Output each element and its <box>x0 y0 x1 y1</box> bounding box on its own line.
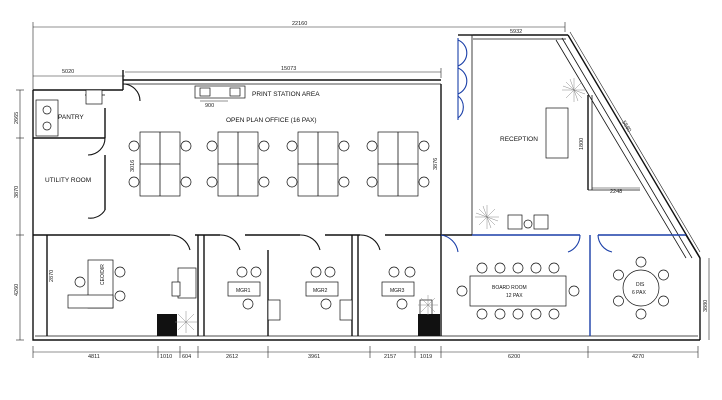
chair <box>338 176 350 188</box>
desk-cluster <box>128 131 192 197</box>
open-plan-desk-clusters <box>128 131 430 197</box>
print-station <box>194 85 246 99</box>
chair <box>258 176 270 188</box>
label-board-room-pax: 12 PAX <box>506 293 523 299</box>
label-mgr2: MGR2 <box>313 288 328 294</box>
interior-walls <box>33 84 701 336</box>
chair <box>658 295 669 307</box>
chair <box>206 140 218 152</box>
dim-reception-desk: 2248 <box>610 189 622 195</box>
label-board-room: BOARD ROOM <box>492 285 527 291</box>
dim-left-top-height: 2665 <box>14 112 20 124</box>
chair <box>286 176 298 188</box>
chair <box>476 262 488 274</box>
label-mgr1: MGR1 <box>236 288 251 294</box>
desk-cluster <box>286 131 350 197</box>
chair <box>548 308 560 320</box>
chair <box>512 308 524 320</box>
chair <box>418 176 430 188</box>
dim-overall-width: 22160 <box>292 21 307 27</box>
plant-icons <box>175 78 586 333</box>
dim-bottom-8: 4270 <box>632 354 644 360</box>
label-open-plan: OPEN PLAN OFFICE (16 PAX) <box>226 117 317 124</box>
chair <box>128 140 140 152</box>
dim-left-mid-height: 3870 <box>14 186 20 198</box>
chair <box>613 269 624 281</box>
plant-icon <box>175 311 197 333</box>
plant-icon <box>418 295 438 315</box>
chair <box>530 262 542 274</box>
label-mgr3: MGR3 <box>390 288 405 294</box>
chair <box>286 140 298 152</box>
label-utility-room: UTILITY ROOM <box>45 177 91 184</box>
dim-ceo-inner: 2870 <box>49 270 55 282</box>
outer-walls <box>32 34 701 341</box>
chair <box>206 176 218 188</box>
dim-open-plan-height: 3876 <box>433 158 439 170</box>
ceo-room-furniture <box>67 259 197 336</box>
chair <box>494 308 506 320</box>
label-print-station: PRINT STATION AREA <box>252 91 320 98</box>
doors[interactable] <box>87 83 613 253</box>
chair <box>635 256 647 268</box>
dim-bottom-2: 604 <box>182 354 191 360</box>
dim-print-width: 900 <box>205 103 214 109</box>
chair <box>548 262 560 274</box>
board-room-furniture <box>456 262 580 320</box>
dim-bottom-3: 2612 <box>226 354 238 360</box>
dim-bottom-5: 2157 <box>384 354 396 360</box>
chair <box>494 262 506 274</box>
dim-bottom-4: 3961 <box>308 354 320 360</box>
chair <box>512 262 524 274</box>
dim-glazing-diag: 5680 <box>620 120 632 134</box>
dim-top-mid-span: 15073 <box>281 66 296 72</box>
dim-reception-top: 5932 <box>510 29 522 35</box>
chair <box>613 295 624 307</box>
desk-cluster <box>206 131 270 197</box>
chair <box>658 269 669 281</box>
label-dis-pax: 6 PAX <box>632 290 646 296</box>
chair <box>258 140 270 152</box>
dim-left-bottom-height: 4260 <box>14 284 20 296</box>
label-reception: RECEPTION <box>500 136 538 143</box>
room-labels: PRINT STATION AREA PANTRY OPEN PLAN OFFI… <box>45 91 646 299</box>
label-ceo-dir: CEO/DIR <box>100 264 106 285</box>
chair <box>476 308 488 320</box>
label-dis: DIS <box>636 282 645 288</box>
dis-room-furniture <box>613 256 669 320</box>
chair <box>568 285 580 297</box>
chair <box>530 308 542 320</box>
mgr-rooms-furniture <box>227 266 440 336</box>
dim-reception-wall: 1800 <box>579 138 585 150</box>
dim-bottom-6: 1019 <box>420 354 432 360</box>
label-pantry: PANTRY <box>58 114 84 121</box>
reception-entry-doors[interactable] <box>457 38 468 120</box>
pantry-fixtures <box>35 89 103 137</box>
desk-cluster <box>366 131 430 197</box>
plant-icon <box>562 78 586 102</box>
dim-desk-depth: 3016 <box>130 160 136 172</box>
dimension-lines: 22160 5020 15073 5932 900 2665 3870 4260… <box>14 21 710 360</box>
reception-furniture <box>507 107 569 230</box>
dim-top-left-span: 5020 <box>62 69 74 75</box>
chair <box>635 308 647 320</box>
chair <box>366 140 378 152</box>
chair <box>456 285 468 297</box>
dim-right-height: 3880 <box>703 300 709 312</box>
chair <box>180 140 192 152</box>
plant-icon <box>475 205 499 229</box>
dim-bottom-1: 1010 <box>160 354 172 360</box>
chair <box>338 140 350 152</box>
dim-bottom-7: 6200 <box>508 354 520 360</box>
chair <box>180 176 192 188</box>
chair <box>366 176 378 188</box>
chair <box>418 140 430 152</box>
chair <box>128 176 140 188</box>
dim-bottom-0: 4811 <box>88 354 100 360</box>
